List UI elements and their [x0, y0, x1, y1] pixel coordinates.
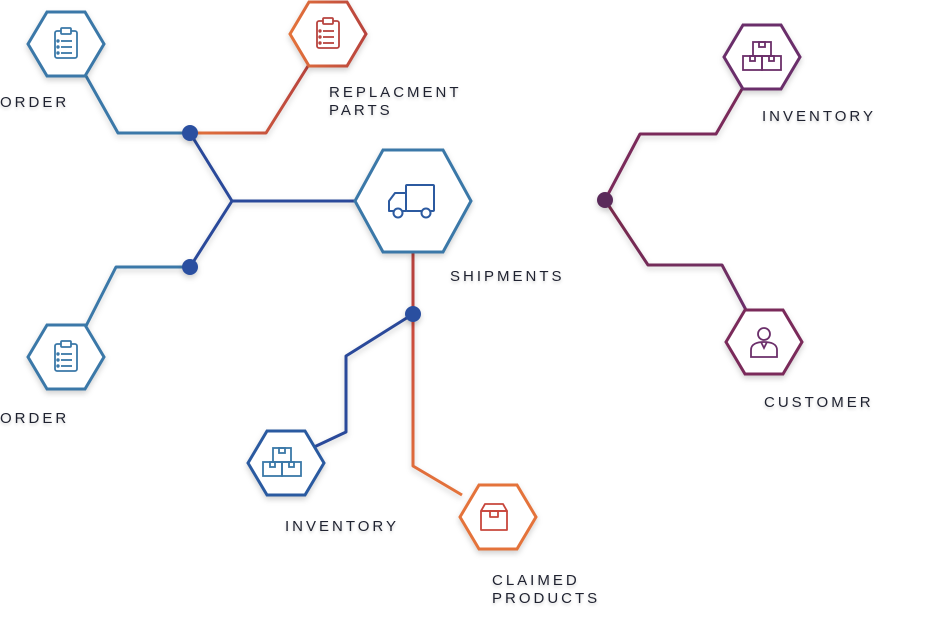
junction-dot: [182, 125, 198, 141]
node-order-bottom[interactable]: [26, 323, 106, 391]
line-inventory-bottom: [311, 312, 414, 450]
clipboard-icon: [316, 17, 340, 49]
line-lower-junction: [188, 200, 234, 268]
label-order-bottom: ORDER: [0, 410, 70, 427]
node-replacement-parts[interactable]: [288, 0, 368, 68]
line-customer: [603, 199, 748, 311]
line-replacement: [190, 65, 310, 135]
label-claimed-line2: PRODUCTS: [492, 590, 601, 607]
label-claimed-products: CLAIMED PRODUCTS: [492, 572, 600, 608]
person-icon: [750, 327, 778, 358]
label-replacement-line2: PARTS: [329, 102, 393, 119]
truck-icon: [388, 184, 435, 219]
line-order-top: [84, 75, 190, 135]
label-replacement-line1: REPLACMENT: [329, 84, 462, 101]
label-replacement-parts: REPLACMENT PARTS: [329, 84, 462, 120]
junction-dot: [405, 306, 421, 322]
clipboard-icon: [54, 27, 78, 59]
line-order-bottom: [84, 265, 190, 327]
label-order-top: ORDER: [0, 94, 70, 111]
node-order-top[interactable]: [26, 10, 106, 78]
junction-dot: [597, 192, 613, 208]
label-shipments: SHIPMENTS: [450, 268, 565, 285]
label-customer: CUSTOMER: [764, 394, 874, 411]
line-claimed: [411, 314, 463, 497]
node-inventory-bottom[interactable]: [246, 429, 326, 497]
label-inventory-bottom: INVENTORY: [285, 518, 399, 535]
line-upper-junction: [188, 132, 234, 202]
label-inventory-right: INVENTORY: [762, 108, 876, 125]
label-claimed-line1: CLAIMED: [492, 572, 580, 589]
box-icon: [480, 503, 508, 531]
node-shipments[interactable]: [353, 148, 473, 254]
boxes-icon: [742, 41, 782, 71]
boxes-icon: [262, 447, 302, 477]
junction-dot: [182, 259, 198, 275]
connector-lines: [84, 65, 748, 497]
clipboard-icon: [54, 340, 78, 372]
line-inventory-right: [603, 88, 744, 201]
junction-dots: [182, 125, 613, 322]
